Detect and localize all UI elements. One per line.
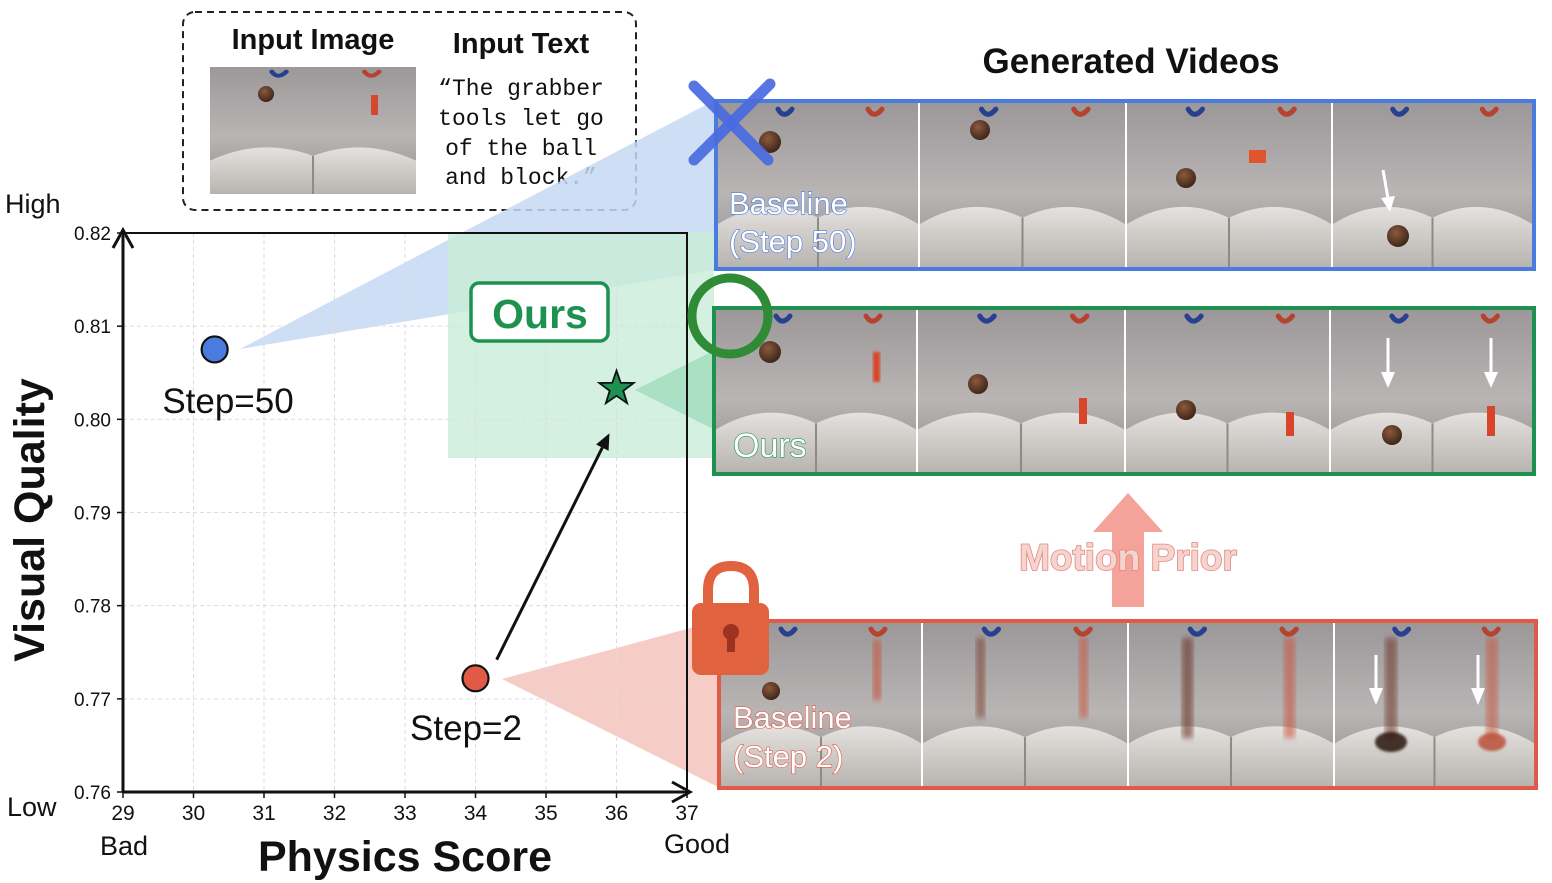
x-tick-label: 32: [323, 802, 346, 825]
input-panel: Input Image Input Text “The grabber tool…: [182, 11, 637, 211]
x-low-label: Bad: [100, 831, 148, 861]
row-label-line2: (Step 2): [733, 739, 843, 774]
point-step2: [461, 664, 490, 693]
point-ours-star: [596, 367, 637, 406]
prompt-line-1: “The grabber: [438, 76, 604, 102]
row-label-line1: Baseline: [729, 186, 848, 221]
prompt-line-3: of the ball: [445, 136, 597, 162]
frame: [1333, 103, 1532, 267]
chart-ticks: 29 30 31 32 33 34 35 36 37 0.76 0.77 0.78 0.79 0.80 0.…: [74, 224, 699, 825]
improvement-arrowhead: [596, 433, 610, 451]
row-border: [712, 306, 1536, 476]
y-tick-label: 0.79: [74, 504, 111, 525]
videos-title: Generated Videos: [983, 42, 1280, 81]
x-axis-arrowhead: [671, 780, 694, 804]
y-axis-arrowhead: [111, 226, 135, 249]
y-low-label: Low: [7, 792, 57, 822]
video-row-baseline2: Baseline (Step 2): [717, 619, 1538, 790]
chart-points: [200, 335, 637, 693]
x-tick-label: 29: [111, 802, 134, 825]
green-highlight-region: [448, 232, 714, 458]
down-arrow-icon: [1484, 338, 1498, 388]
down-arrow-icon: [1369, 655, 1383, 705]
x-axis-title: Physics Score: [258, 833, 552, 881]
frame: [721, 623, 921, 786]
x-tick-label: 37: [675, 802, 698, 825]
y-axis-title: Visual Quality: [6, 378, 54, 662]
y-tick-label: 0.82: [74, 224, 111, 245]
x-tick-label: 34: [464, 802, 488, 825]
improvement-arrow: [495, 446, 604, 661]
frame: [1331, 310, 1534, 472]
frame: [1335, 623, 1534, 786]
y-tick-label: 0.81: [74, 317, 111, 338]
input-image-thumbnail: [210, 67, 416, 194]
video-row-ours: Ours: [712, 306, 1536, 476]
ours-callout-box: [469, 281, 610, 343]
x-tick-label: 36: [605, 802, 628, 825]
frame: [1126, 310, 1329, 472]
down-arrow-icon: [1381, 169, 1395, 212]
ours-callout-label: Ours: [492, 291, 588, 337]
frame: [718, 103, 918, 267]
frame: [1129, 623, 1333, 786]
point-label-step2: Step=2: [410, 709, 522, 748]
x-tick-label: 35: [534, 802, 557, 825]
frame: [918, 310, 1124, 472]
x-tick-label: 33: [393, 802, 416, 825]
input-image-heading: Input Image: [232, 24, 395, 56]
y-high-label: High: [5, 189, 61, 219]
circle-check-icon: [687, 273, 773, 359]
y-tick-label: 0.76: [74, 783, 111, 804]
row-label-line1: Ours: [733, 427, 807, 465]
row-border: [717, 619, 1538, 790]
row-label-line2: (Step 50): [729, 224, 857, 259]
cross-icon: [688, 78, 776, 166]
green-projection-wedge: [635, 350, 715, 430]
x-tick-label: 31: [252, 802, 275, 825]
y-tick-label: 0.80: [74, 410, 111, 431]
lock-icon: [692, 560, 769, 675]
frame: [716, 310, 916, 472]
prompt-line-2: tools let go: [438, 106, 604, 132]
red-projection-wedge: [502, 620, 720, 788]
x-tick-label: 30: [182, 802, 205, 825]
input-text-heading: Input Text: [453, 28, 590, 60]
frame: [920, 103, 1125, 267]
motion-prior-arrow: Motion Prior: [1018, 493, 1238, 607]
down-arrow-icon: [1471, 655, 1485, 705]
down-arrow-icon: [1381, 338, 1395, 388]
frame: [923, 623, 1127, 786]
y-tick-label: 0.78: [74, 597, 111, 618]
point-step50: [200, 335, 229, 364]
row-label-line1: Baseline: [733, 700, 852, 735]
row-border: [714, 99, 1536, 271]
point-label-step50: Step=50: [162, 382, 293, 421]
ours-callout: Ours: [469, 281, 610, 343]
x-high-label: Good: [664, 829, 730, 859]
scatter-chart: 29 30 31 32 33 34 35 36 37 0.76 0.77 0.78 0.79 0.80 0.…: [5, 189, 730, 881]
video-row-baseline50: Baseline (Step 50): [714, 99, 1536, 271]
motion-prior-label: Motion Prior: [1019, 537, 1237, 578]
frame: [1127, 103, 1331, 267]
y-tick-label: 0.77: [74, 690, 111, 711]
